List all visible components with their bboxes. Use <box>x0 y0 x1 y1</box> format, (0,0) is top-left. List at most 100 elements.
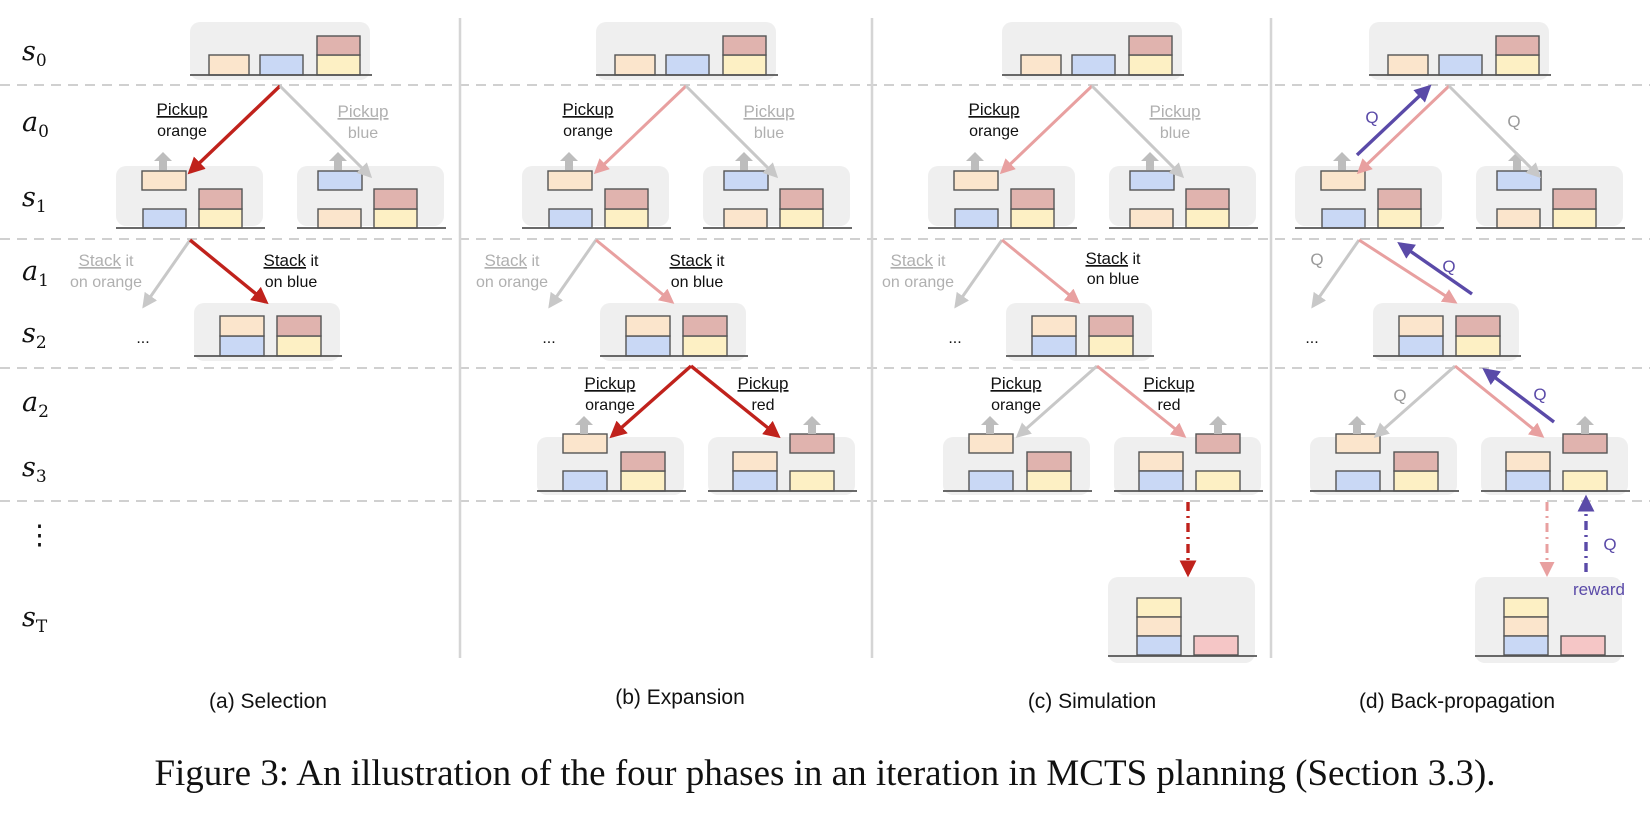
action-stack-on-orange: Stack it <box>891 251 947 270</box>
blue-block <box>1505 470 1551 492</box>
q-value-label: Q <box>1507 112 1520 131</box>
action-pickup-blue: Pickup <box>743 102 794 121</box>
held-blue-block <box>1129 170 1175 191</box>
q-value-label: Q <box>1365 108 1378 127</box>
yellow-block <box>1455 335 1501 357</box>
red-block <box>373 188 418 210</box>
action-pickup-orange: Pickup <box>156 100 207 119</box>
held-orange-block <box>953 170 999 191</box>
lift-arrow-icon <box>575 416 593 434</box>
yellow-block <box>1393 470 1439 492</box>
red-block <box>1495 35 1540 56</box>
action-stack-on-orange: Stack it <box>485 251 541 270</box>
action-pickup-red: Pickup <box>737 374 788 393</box>
action-pickup-blue: Pickup <box>1149 102 1200 121</box>
ellipsis-text: ... <box>542 330 555 347</box>
yellow-block <box>722 54 767 76</box>
yellow-block <box>1195 470 1241 492</box>
blue-block <box>142 208 187 229</box>
held-orange-block <box>141 170 187 191</box>
orange-block <box>1505 451 1551 472</box>
held-red-block <box>789 433 835 454</box>
action-stack-on-orange-target: on orange <box>70 274 142 291</box>
grey-edge <box>1311 239 1361 309</box>
ellipsis-text: ... <box>948 330 961 347</box>
pink-edge <box>1001 238 1081 304</box>
held-blue-block <box>723 170 769 191</box>
pink-edge <box>1096 364 1187 438</box>
yellow-block <box>1026 470 1072 492</box>
action-pickup-orange-2-color: orange <box>991 397 1041 414</box>
lift-arrow-icon <box>1333 152 1351 170</box>
orange-block <box>1398 315 1444 337</box>
row-label-s3: s3 <box>22 452 47 487</box>
red-block <box>1393 451 1439 472</box>
grey-edge <box>1090 84 1185 179</box>
row-label-a1: a1 <box>22 256 49 291</box>
purple-edge <box>1482 367 1556 424</box>
orange-block <box>625 315 671 337</box>
yellow-block <box>1136 597 1182 618</box>
action-pickup-orange-2: Pickup <box>584 374 635 393</box>
row-label-a2: a2 <box>22 387 49 422</box>
blue-block <box>1321 208 1366 229</box>
red-block <box>1377 188 1422 210</box>
red-block <box>1010 188 1055 210</box>
action-pickup-orange: Pickup <box>562 100 613 119</box>
pink-edge <box>1454 364 1545 438</box>
yellow-block <box>789 470 835 492</box>
red-block <box>198 188 243 210</box>
lift-arrow-icon <box>1209 416 1227 434</box>
blue-block <box>259 54 304 76</box>
action-pickup-red-color: red <box>1157 397 1180 414</box>
blue-block <box>1031 335 1077 357</box>
blue-block <box>665 54 710 76</box>
reward-label: reward <box>1573 580 1625 599</box>
orange-block <box>732 451 778 472</box>
yellow-block <box>1088 335 1134 357</box>
orange-block <box>614 54 656 76</box>
pink-block <box>1193 635 1239 656</box>
action-stack-on-blue-target: on blue <box>1087 271 1140 288</box>
action-pickup-orange-2: Pickup <box>990 374 1041 393</box>
action-pickup-orange-2-color: orange <box>585 397 635 414</box>
orange-block <box>1031 315 1077 337</box>
row-label-s1: s1 <box>22 182 47 217</box>
row-label-s0: s0 <box>22 36 47 71</box>
lift-arrow-icon <box>966 152 984 170</box>
lift-arrow-icon <box>1576 416 1594 434</box>
held-red-block <box>1195 433 1241 454</box>
yellow-block <box>1377 208 1422 229</box>
orange-block <box>1387 54 1429 76</box>
orange-block <box>219 315 265 337</box>
action-stack-on-orange-target: on orange <box>882 274 954 291</box>
action-stack-on-blue-target: on blue <box>671 274 724 291</box>
held-orange-block <box>562 433 608 454</box>
held-red-block <box>1562 433 1608 454</box>
held-blue-block <box>1496 170 1542 191</box>
yellow-block <box>1185 208 1230 229</box>
ellipsis-text: ... <box>1305 330 1318 347</box>
red-block <box>1185 188 1230 210</box>
yellow-block <box>604 208 649 229</box>
action-stack-on-blue-target: on blue <box>265 274 318 291</box>
lift-arrow-icon <box>1141 152 1159 170</box>
red-block <box>722 35 767 56</box>
lift-arrow-icon <box>154 152 172 170</box>
orange-block <box>1496 208 1541 229</box>
pink-edge <box>1358 238 1458 304</box>
yellow-block <box>1552 208 1597 229</box>
red-edge <box>609 364 693 439</box>
orange-block <box>208 54 250 76</box>
held-orange-block <box>968 433 1014 454</box>
grey-edge <box>142 239 192 309</box>
yellow-block <box>620 470 666 492</box>
red-block <box>1128 35 1173 56</box>
pink-edge <box>999 84 1094 175</box>
red-block <box>1026 451 1072 472</box>
orange-block <box>1020 54 1062 76</box>
orange-block <box>1129 208 1174 229</box>
grey-edge <box>1015 364 1098 438</box>
action-pickup-blue-color: blue <box>348 125 378 142</box>
